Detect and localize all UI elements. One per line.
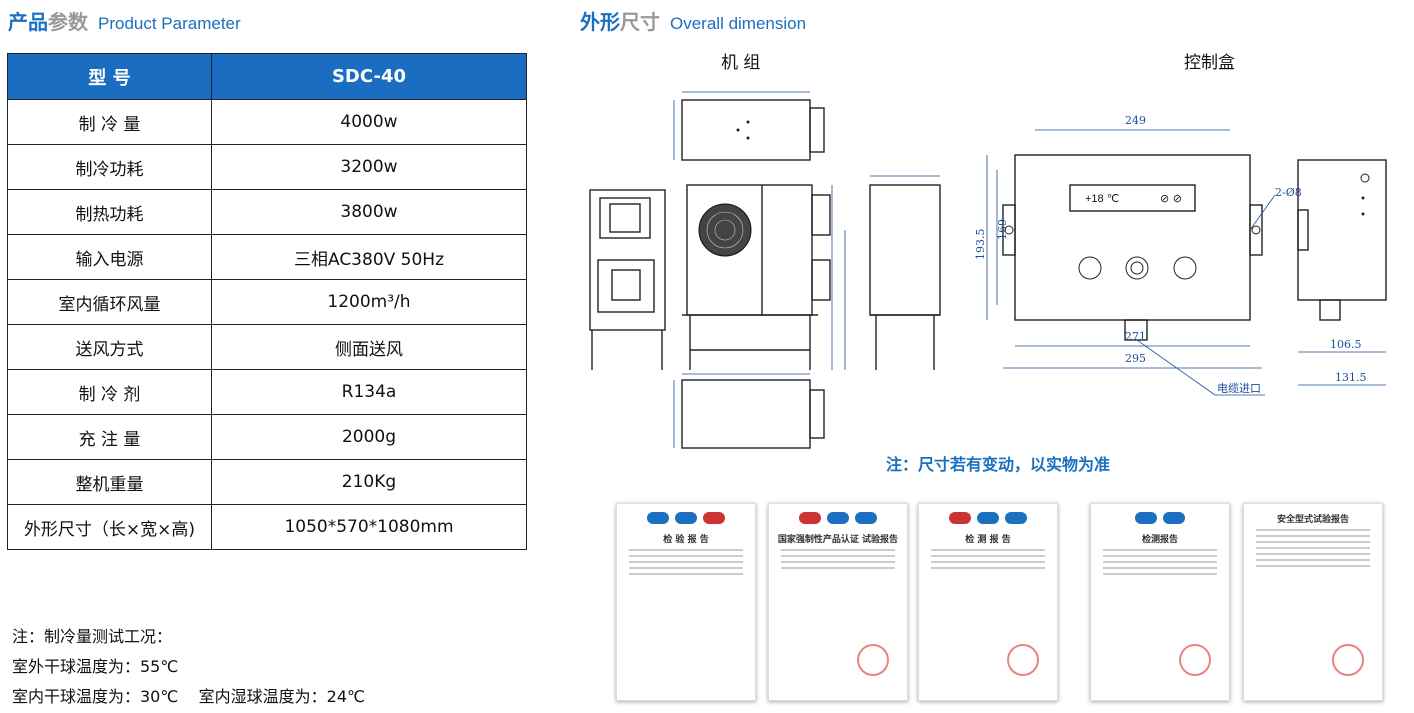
unit-left-view — [589, 189, 666, 331]
table-row: 输入电源三相AC380V 50Hz — [7, 234, 527, 280]
unit-right-view — [869, 184, 941, 316]
product-parameter-header: 产品参数 Product Parameter — [8, 6, 241, 35]
unit-top-view — [681, 99, 811, 161]
certificate-title: 安全型式试验报告 — [1276, 515, 1349, 525]
note-line: 注：制冷量测试工况： — [12, 627, 173, 646]
cable-gland — [1124, 319, 1148, 341]
row-label: 输入电源 — [7, 234, 212, 280]
display-temperature: +18 ℃ — [1085, 193, 1119, 205]
header-title-en: Overall dimension — [670, 14, 807, 33]
control-box-side — [1297, 159, 1387, 301]
row-label: 制 冷 量 — [7, 99, 212, 145]
row-value: 3800w — [211, 189, 527, 235]
row-label: 外形尺寸（长×宽×高) — [7, 504, 212, 550]
certificate-report: 国家强制性产品认证 试验报告 — [768, 503, 908, 701]
dim-side-total: 131.5 — [1335, 371, 1367, 384]
certificate-title: 国家强制性产品认证 试验报告 — [777, 535, 899, 545]
dim-width-mid: 271 — [1125, 330, 1146, 343]
table-header-label: 型 号 — [7, 53, 212, 100]
certificate-title: 检测报告 — [1141, 535, 1178, 545]
header-title-en: Product Parameter — [98, 14, 241, 33]
dimension-change-note: 注：尺寸若有变动，以实物为准 — [886, 455, 1111, 474]
unit-drawing-label: 机 组 — [721, 53, 761, 73]
certificate-title: 检 测 报 告 — [965, 535, 1011, 545]
row-label: 送风方式 — [7, 324, 212, 370]
note-line: 室内干球温度为：30℃ 室内湿球温度为：24℃ — [12, 687, 366, 706]
test-conditions-note: 注：制冷量测试工况： 室外干球温度为：55℃ 室内干球温度为：30℃ 室内湿球温… — [12, 622, 365, 712]
table-header-value: SDC-40 — [211, 53, 527, 100]
row-label: 制 冷 剂 — [7, 369, 212, 415]
row-label: 制冷功耗 — [7, 144, 212, 190]
row-value: 1050*570*1080mm — [211, 504, 527, 550]
header-title-a: 外形 — [580, 10, 620, 34]
dim-hole: 2-Ø8 — [1275, 186, 1302, 199]
display-panel — [1069, 184, 1196, 212]
dim-height-inner: 169 — [996, 219, 1009, 240]
certificate-title: 检 验 报 告 — [663, 535, 709, 545]
note-line: 室外干球温度为：55℃ — [12, 657, 179, 676]
fan-grille — [698, 203, 752, 257]
unit-bottom-view — [681, 379, 811, 449]
row-value: 1200m³/h — [211, 279, 527, 325]
svg-text:⊘ ⊘: ⊘ ⊘ — [1160, 192, 1182, 205]
row-label: 制热功耗 — [7, 189, 212, 235]
row-value: 2000g — [211, 414, 527, 460]
table-row: 送风方式侧面送风 — [7, 324, 527, 370]
dim-side-depth: 106.5 — [1330, 338, 1362, 351]
row-value: 三相AC380V 50Hz — [211, 234, 527, 280]
table-row: 外形尺寸（长×宽×高)1050*570*1080mm — [7, 504, 527, 550]
cable-inlet-label: 电缆进口 — [1217, 382, 1261, 395]
overall-dimension-header: 外形尺寸 Overall dimension — [580, 6, 806, 35]
row-value: 侧面送风 — [211, 324, 527, 370]
row-value: 210Kg — [211, 459, 527, 505]
table-header-row: 型 号 SDC-40 — [7, 53, 527, 100]
header-title-a: 产品 — [8, 10, 48, 34]
certificate-report: 检 测 报 告 — [918, 503, 1058, 701]
row-label: 整机重量 — [7, 459, 212, 505]
unit-top-duct — [809, 107, 825, 153]
row-label: 室内循环风量 — [7, 279, 212, 325]
row-value: 4000w — [211, 99, 527, 145]
row-label: 充 注 量 — [7, 414, 212, 460]
dim-width-bottom: 295 — [1125, 352, 1146, 365]
header-title-b: 尺寸 — [620, 10, 660, 34]
control-box-drawing: +18 ℃ ⊘ ⊘ 249 271 295 193.5 169 2-Ø8 电缆进… — [975, 114, 1387, 396]
unit-front-view — [686, 184, 813, 316]
header-title-b: 参数 — [48, 10, 88, 34]
row-value: 3200w — [211, 144, 527, 190]
dim-height-outer: 193.5 — [975, 229, 987, 261]
control-box-front — [1014, 154, 1251, 321]
dim-width-top: 249 — [1125, 114, 1146, 127]
row-value: R134a — [211, 369, 527, 415]
certificate-report: 检 验 报 告 — [616, 503, 756, 701]
certificate-report: 安全型式试验报告 — [1243, 503, 1383, 701]
certificate-report: 检测报告 — [1090, 503, 1230, 701]
unit-technical-drawing — [589, 91, 941, 449]
control-box-drawing-label: 控制盒 — [1184, 53, 1235, 73]
